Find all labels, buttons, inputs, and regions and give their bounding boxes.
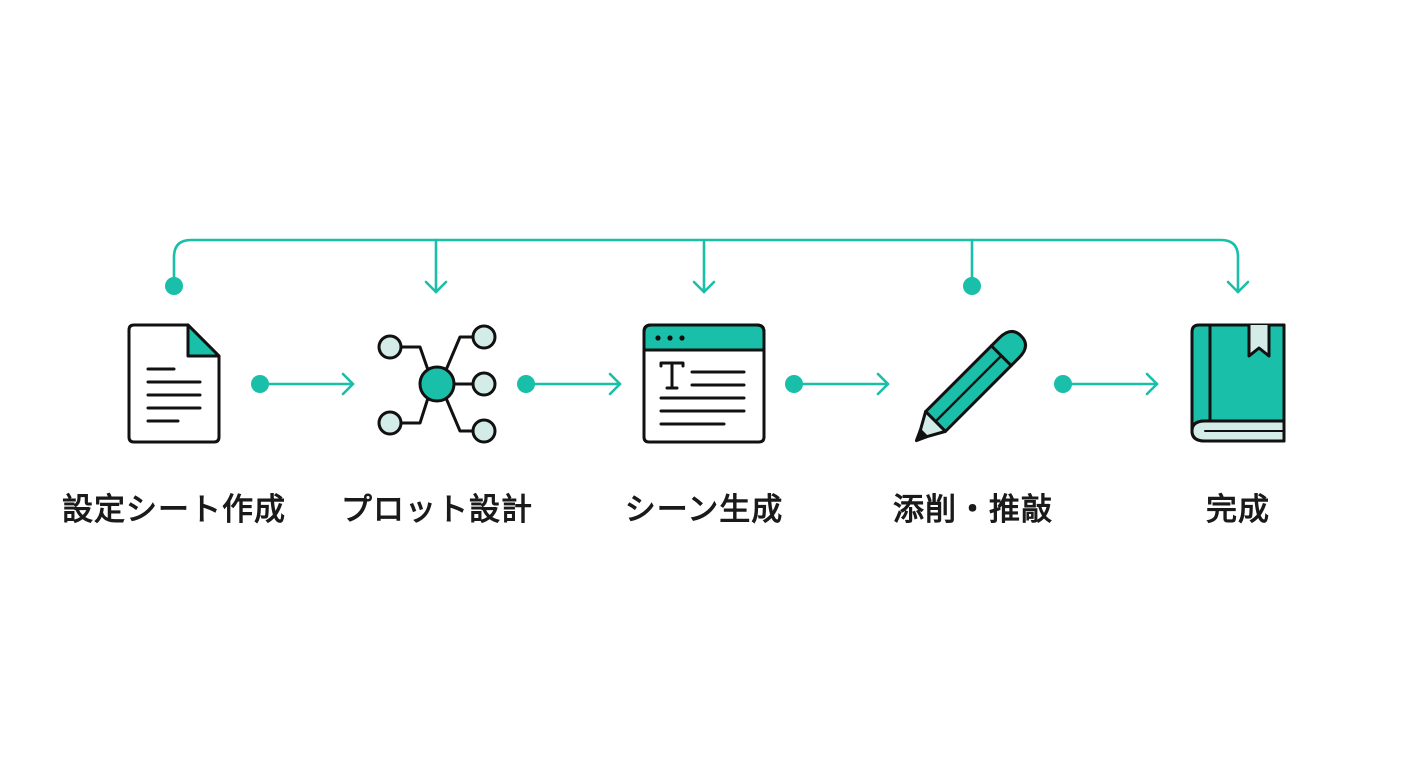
- text-window-icon: [642, 323, 766, 444]
- step-label-settings-sheet: 設定シート作成: [62, 492, 286, 528]
- document-icon: [127, 323, 221, 444]
- book-icon: [1190, 323, 1286, 443]
- pencil-icon: [914, 329, 1028, 443]
- step-label-editing: 添削・推敲: [893, 492, 1053, 528]
- bracket-arrowhead-scene: [692, 280, 716, 294]
- bracket-top-line: [172, 238, 1240, 294]
- step-label-scene-generation: シーン生成: [624, 492, 784, 528]
- flow-connectors: [251, 372, 1159, 396]
- bracket-start-dot-edit: [963, 277, 981, 295]
- bracket-start-dot: [165, 277, 183, 295]
- bracket-arrowhead-complete: [1226, 280, 1250, 294]
- connector-1-2: [251, 372, 355, 396]
- connector-3-4: [785, 372, 890, 396]
- connector-2-3: [517, 372, 622, 396]
- step-label-plot-design: プロット設計: [341, 492, 533, 528]
- bracket-arrowhead-plot: [424, 280, 448, 294]
- step-label-complete: 完成: [1206, 492, 1270, 528]
- feedback-bracket: [172, 238, 1250, 294]
- connector-4-5: [1054, 372, 1159, 396]
- network-nodes-icon: [377, 324, 497, 444]
